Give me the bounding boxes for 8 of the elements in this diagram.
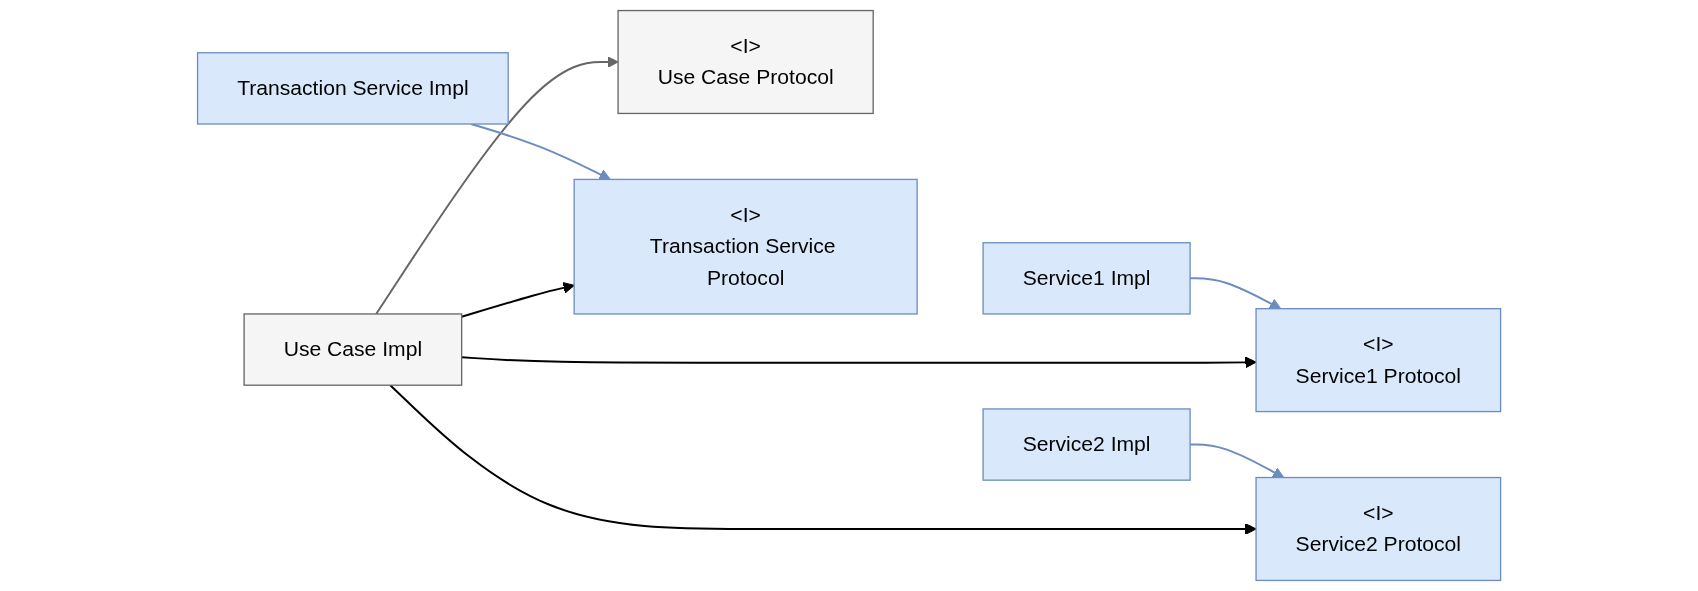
node-box: Use Case Impl <box>243 313 463 386</box>
node-box: <I> Service1 Protocol <box>1255 308 1502 413</box>
node-box: Transaction Service Impl <box>196 52 509 125</box>
node-box: <I> Transaction Service Protocol <box>573 178 918 315</box>
node-box: <I> Service2 Protocol <box>1255 476 1502 582</box>
node-box: <I> Use Case Protocol <box>617 9 874 115</box>
node-box: Service1 Impl <box>982 242 1191 315</box>
node-box: Service2 Impl <box>982 408 1191 481</box>
